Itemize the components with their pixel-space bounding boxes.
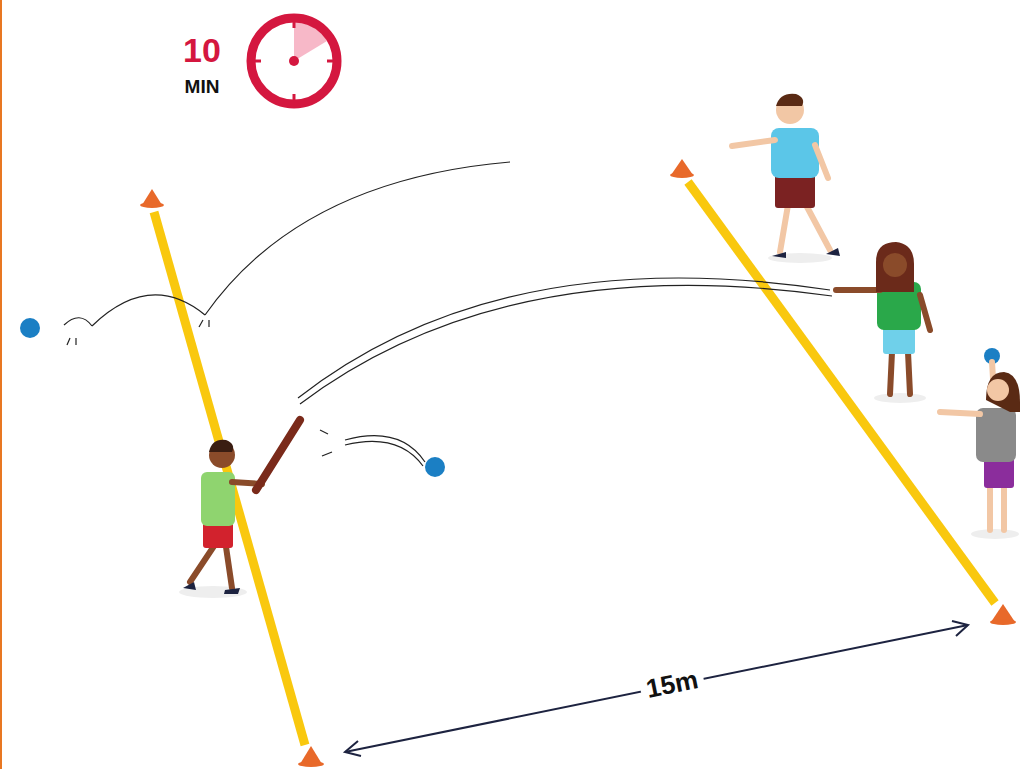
fielder-figure — [836, 242, 930, 403]
fielding-line — [688, 182, 995, 603]
balls — [20, 318, 1000, 477]
timer-minutes: 10 — [183, 33, 221, 67]
timer-unit: MIN — [185, 77, 220, 96]
cones — [140, 159, 1016, 767]
timer-icon — [251, 18, 337, 104]
fielder-figure — [732, 94, 840, 263]
fielder-figure — [940, 362, 1020, 539]
dimension-arrow — [345, 621, 968, 756]
page-border — [0, 0, 2, 769]
distance-label: 15m — [638, 663, 707, 705]
ball-paths — [64, 162, 832, 466]
batting-line — [154, 212, 305, 745]
batter-figure — [179, 420, 300, 598]
